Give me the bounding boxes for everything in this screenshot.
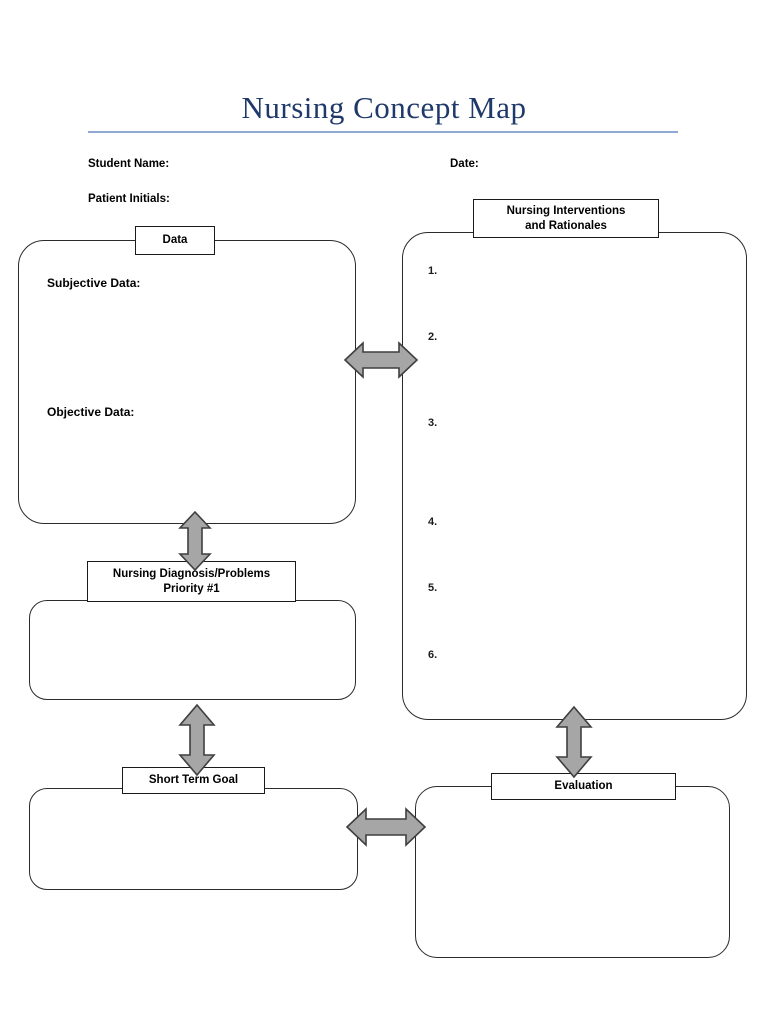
evaluation-box[interactable] [415, 786, 730, 958]
nursing-diagnosis-box[interactable] [29, 600, 356, 700]
intervention-number-1: 1. [428, 265, 438, 277]
evaluation-title-plate: Evaluation [491, 773, 676, 800]
diagnosis-plate-line1: Nursing Diagnosis/Problems [112, 568, 271, 581]
intervention-number-2: 2. [428, 331, 438, 343]
date-label: Date: [450, 158, 479, 170]
interventions-plate-line2: and Rationales [525, 219, 607, 232]
double-headed-vertical-arrow-interventions-evaluation [553, 705, 595, 779]
data-box[interactable] [18, 240, 356, 524]
diagnosis-plate-line2: Priority #1 [163, 582, 220, 595]
double-headed-horizontal-arrow-data-interventions [343, 338, 419, 382]
interventions-plate-line1: Nursing Interventions [506, 205, 626, 218]
nursing-interventions-box[interactable] [402, 232, 747, 720]
subjective-data-label: Subjective Data: [47, 276, 141, 290]
double-headed-vertical-arrow-diagnosis-goal [176, 703, 218, 777]
double-headed-vertical-arrow-data-diagnosis [176, 510, 214, 572]
intervention-number-6: 6. [428, 649, 438, 661]
nursing-interventions-title-plate: Nursing Interventions and Rationales [473, 199, 659, 238]
nursing-diagnosis-title-plate: Nursing Diagnosis/Problems Priority #1 [87, 561, 296, 602]
student-name-label: Student Name: [88, 158, 170, 170]
intervention-number-4: 4. [428, 516, 438, 528]
patient-initials-label: Patient Initials: [88, 193, 170, 205]
double-headed-horizontal-arrow-goal-evaluation [345, 804, 427, 850]
short-term-goal-box[interactable] [29, 788, 358, 890]
intervention-number-3: 3. [428, 417, 438, 429]
intervention-number-5: 5. [428, 582, 438, 594]
data-box-title-plate: Data [135, 226, 215, 255]
page-title: Nursing Concept Map [241, 90, 527, 125]
title-divider [88, 131, 678, 133]
objective-data-label: Objective Data: [47, 405, 135, 419]
